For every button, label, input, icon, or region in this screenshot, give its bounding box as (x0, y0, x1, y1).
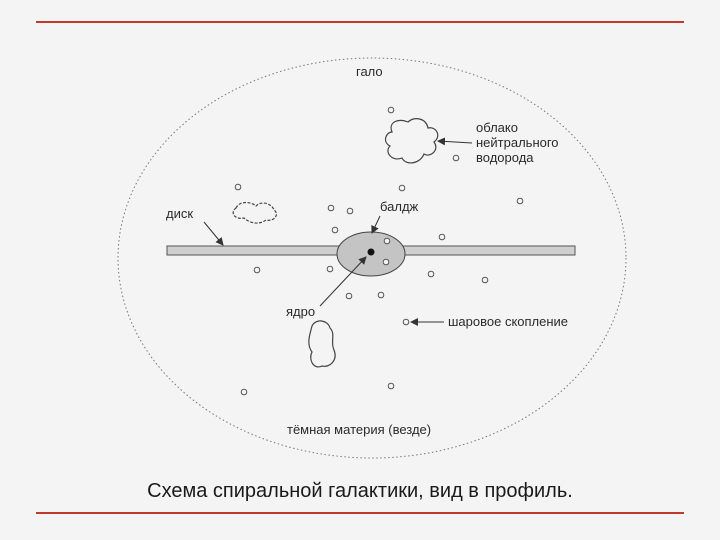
core-label: ядро (286, 304, 316, 319)
globular-cluster (427, 270, 435, 278)
top-divider (36, 21, 684, 23)
cloud-label-line1: облако (476, 120, 518, 135)
globular-cluster (345, 292, 353, 300)
leader-arrows (203, 137, 473, 326)
globular-cluster (382, 258, 390, 266)
core-arrow (319, 256, 367, 307)
globular-cluster-label: шаровое скопление (448, 314, 569, 329)
globular-cluster (240, 388, 248, 396)
disk-arrow (203, 221, 224, 246)
globular-cluster (377, 291, 385, 299)
globular-cluster (452, 154, 460, 162)
bulge-arrow (371, 215, 381, 234)
dark-matter-label: тёмная материя (везде) (287, 422, 432, 437)
globular-cluster (438, 233, 446, 241)
figure-caption: Схема спиральной галактики, вид в профил… (147, 480, 573, 502)
bottom-divider (36, 512, 684, 514)
cloud-label-line2: нейтрального (476, 135, 559, 150)
globular-cluster (516, 197, 524, 205)
core-dot (367, 248, 375, 256)
hydrogen-cloud-small (232, 201, 278, 224)
bulge-label: балдж (380, 199, 419, 214)
globular-cluster (327, 204, 335, 212)
globular-cluster (326, 265, 334, 273)
globular-cluster (398, 184, 406, 192)
hydrogen-cloud-upper (384, 118, 439, 164)
halo-label: гало (356, 64, 383, 79)
globular-cluster (253, 266, 261, 274)
globular-cluster (383, 237, 391, 245)
globular-cluster (331, 226, 339, 234)
globular-cluster (402, 318, 410, 326)
globular-cluster (346, 207, 354, 215)
halo-boundary (117, 57, 627, 459)
hydrogen-cloud-lower (308, 320, 336, 368)
cloud-arrow (437, 137, 473, 146)
globular-cluster (481, 276, 489, 284)
disk-label: диск (166, 206, 194, 221)
cloud-label-line3: водорода (476, 150, 534, 165)
globular-clusters (234, 106, 524, 396)
globular-cluster (387, 106, 395, 114)
globular-cluster (387, 382, 395, 390)
globular-cluster (234, 183, 242, 191)
